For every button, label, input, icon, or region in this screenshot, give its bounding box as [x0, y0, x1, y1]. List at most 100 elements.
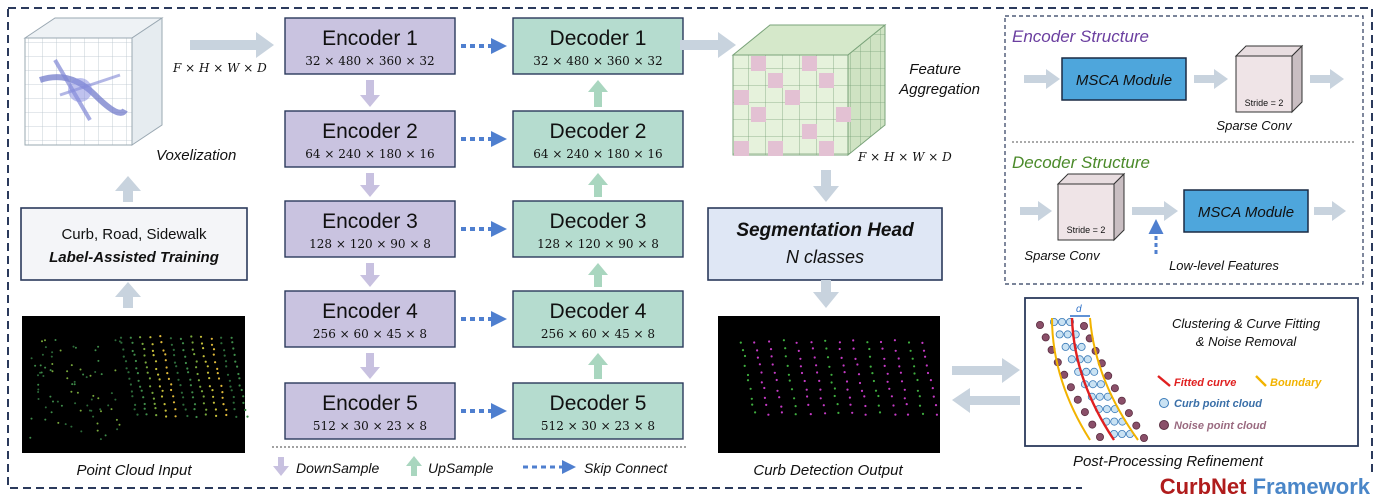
decoder-dims-1: 32 × 480 × 360 × 32	[533, 54, 662, 68]
pc-dot	[134, 359, 137, 363]
pc-dot	[49, 369, 52, 372]
upsample-arrow-shaft-2	[594, 185, 602, 197]
pc-dot	[164, 359, 167, 362]
curb-legend-icon	[1159, 398, 1169, 408]
pc-dot	[96, 429, 99, 432]
post-title-line1: Clustering & Curve Fitting	[1172, 316, 1321, 331]
output-dot	[816, 371, 819, 374]
legend-downsample-label: DownSample	[296, 460, 379, 476]
output-dot	[797, 349, 800, 352]
pc-dot	[44, 346, 47, 349]
pc-dot	[136, 372, 139, 375]
output-dot	[826, 356, 830, 359]
pc-dot	[208, 385, 211, 388]
downsample-arrow-shaft-3	[366, 263, 374, 275]
pc-dot	[172, 401, 176, 404]
skip-connection-head-1	[491, 38, 507, 54]
pc-dot	[131, 341, 134, 344]
pc-dot	[191, 341, 194, 344]
pc-dot	[206, 371, 210, 374]
encoder-name-1: Encoder 1	[322, 27, 418, 50]
output-dot	[818, 379, 821, 382]
encoder-box-3	[284, 200, 456, 258]
pc-dot	[79, 409, 82, 412]
output-dot	[788, 379, 791, 382]
upsample-arrow-head-2	[588, 173, 608, 185]
noise-legend-icon	[1159, 420, 1169, 430]
pc-dot	[141, 342, 144, 345]
dec-arrow-mid	[1132, 201, 1178, 221]
pc-dot	[191, 348, 194, 351]
outer-frame	[7, 7, 1373, 489]
output-dot	[833, 394, 836, 398]
encoder-sparse-conv-cube	[1234, 44, 1304, 114]
pc-dot	[212, 348, 216, 351]
pc-dot	[59, 349, 62, 352]
pc-dot	[189, 378, 192, 381]
pc-dot	[148, 377, 151, 380]
pc-dot	[114, 398, 117, 401]
upsample-arrow-head-4	[588, 353, 608, 365]
feature-cell-9	[768, 141, 783, 156]
post-curb-dot	[1055, 330, 1064, 339]
output-dot	[840, 356, 843, 359]
pc-dot	[191, 396, 195, 399]
boundary-legend-icon	[1255, 375, 1267, 387]
brand-title: CurbNet Framework	[1160, 474, 1371, 498]
output-dot	[830, 381, 833, 384]
pc-dot	[97, 397, 100, 400]
pc-dot	[170, 343, 173, 346]
pc-dot	[145, 413, 148, 416]
pc-dot	[246, 415, 249, 418]
output-dot	[935, 413, 939, 416]
pc-dot	[220, 336, 223, 339]
pc-dot	[195, 360, 198, 363]
pc-dot	[57, 421, 60, 424]
label-assisted-box	[20, 207, 248, 281]
pc-dot	[230, 389, 233, 392]
output-dot	[746, 379, 750, 382]
output-dot	[739, 341, 742, 344]
output-dot	[768, 340, 771, 343]
output-dot	[803, 379, 806, 383]
output-dot	[888, 387, 891, 390]
output-dot	[741, 349, 745, 352]
encoder-structure-title: Encoder Structure	[1012, 27, 1149, 46]
pc-dot	[167, 377, 170, 380]
output-dot	[909, 349, 912, 352]
pc-dot	[152, 354, 155, 357]
output-dot	[925, 364, 928, 367]
pc-dot	[161, 389, 164, 392]
pc-dot	[217, 377, 221, 380]
pc-dot	[190, 335, 193, 338]
pc-dot	[235, 415, 238, 418]
pc-dot	[170, 383, 173, 386]
output-dot	[811, 347, 815, 350]
output-dot	[756, 356, 760, 359]
brand-curbnet: CurbNet	[1160, 474, 1247, 498]
post-title-line2: & Noise Removal	[1196, 334, 1298, 349]
pc-dot	[233, 408, 236, 411]
pc-dot	[164, 409, 167, 412]
arrow-feature-to-seg	[813, 170, 839, 202]
point-cloud-input-image	[22, 316, 249, 453]
output-dot	[743, 364, 746, 367]
output-dot	[849, 403, 852, 406]
pc-dot	[179, 337, 182, 340]
pc-dot	[37, 391, 40, 393]
output-dot	[894, 413, 897, 416]
pc-dot	[162, 349, 165, 352]
pc-dot	[176, 371, 179, 374]
pc-dot	[154, 360, 158, 363]
pc-dot	[210, 343, 214, 346]
encoder-dims-2: 64 × 240 × 180 × 16	[305, 147, 434, 161]
pc-dot	[120, 341, 123, 344]
pc-dot	[79, 368, 82, 371]
post-noise-dot	[1088, 420, 1097, 429]
output-dot	[794, 405, 797, 408]
pc-dot	[97, 359, 100, 362]
pc-dot	[39, 364, 42, 367]
output-dot	[899, 371, 903, 374]
pc-dot	[143, 402, 146, 406]
upsample-arrow-shaft-1	[594, 92, 602, 107]
